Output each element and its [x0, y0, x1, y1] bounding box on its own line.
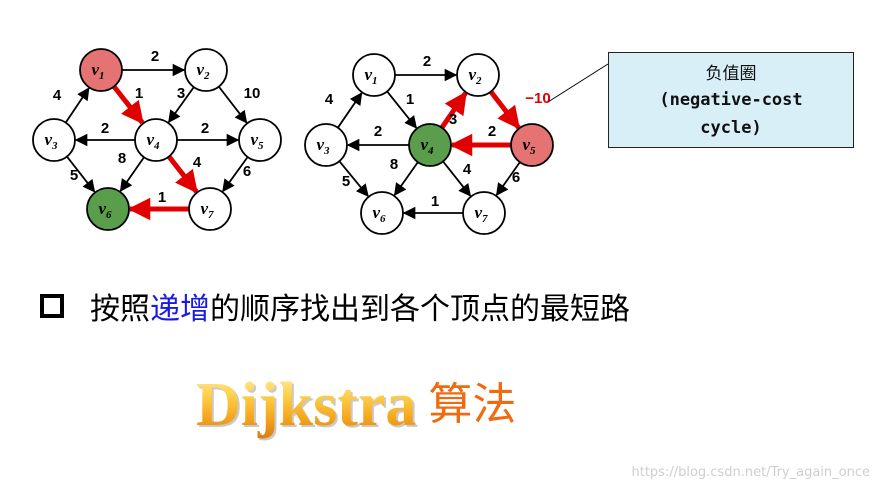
callout-title: 负值圈	[705, 64, 757, 84]
left-node-v3	[32, 118, 76, 162]
left-weight-v2-v4: 3	[177, 85, 185, 102]
right-node-v4	[408, 123, 452, 167]
left-weight-v3-v1: 4	[53, 87, 62, 104]
left-weight-v4-v7: 4	[193, 154, 202, 171]
left-weight-v2-v5: 10	[244, 85, 261, 102]
callout-line1: (negative-cost	[659, 90, 803, 110]
right-edge-v4-v6	[393, 161, 419, 197]
left-edge-v2-v4	[168, 86, 195, 124]
right-weight-v1-v2: 2	[423, 53, 431, 70]
left-edge-v3-v1	[64, 87, 90, 124]
left-edge-v4-v7	[166, 154, 199, 194]
right-edge-v4-v7	[442, 160, 472, 197]
right-edge-v4-v2	[439, 91, 468, 130]
left-edge-v3-v6	[66, 155, 96, 193]
right-node-v3	[304, 123, 348, 167]
left-node-v6	[86, 187, 130, 231]
left-edge-v5-v7	[222, 156, 249, 193]
bullet-text: 按照递增的顺序找出到各个顶点的最短路	[90, 284, 630, 328]
left-weight-v1-v4: 1	[135, 85, 143, 102]
left-weight-v3-v6: 5	[70, 167, 78, 184]
left-weight-v4-v6: 8	[118, 150, 126, 167]
left-node-v5	[238, 118, 282, 162]
right-node-v2	[456, 53, 500, 97]
bullet-point: 按照递增的顺序找出到各个顶点的最短路	[40, 284, 630, 328]
callout-pointer	[547, 63, 609, 103]
square-bullet-icon	[40, 294, 64, 318]
right-weight-v5-v4: 2	[488, 123, 496, 140]
left-edge-v2-v5	[218, 86, 248, 124]
watermark: https://blog.csdn.net/Try_again_once	[631, 465, 870, 480]
right-weight-v4-v6: 8	[390, 156, 398, 173]
left-weight-v7-v6: 1	[158, 189, 166, 206]
bullet-text-before: 按照	[90, 292, 150, 327]
right-node-v1	[352, 53, 396, 97]
left-weight-v1-v2: 2	[151, 48, 159, 65]
right-weight-v2-v5: −10	[525, 90, 550, 107]
left-weight-v5-v7: 6	[243, 163, 251, 180]
right-node-v6	[360, 191, 404, 235]
right-edge-v5-v7	[495, 161, 521, 197]
left-node-v2	[184, 48, 228, 92]
right-edge-v2-v5	[488, 90, 521, 130]
left-edge-v1-v4	[112, 84, 145, 125]
callout-line2: cycle)	[700, 118, 762, 138]
right-edge-v3-v1	[337, 92, 363, 129]
right-weight-v7-v6: 1	[431, 193, 439, 210]
right-edge-v3-v6	[338, 160, 369, 197]
bullet-highlight: 递增	[150, 292, 210, 327]
title-word: Dijkstra	[196, 371, 417, 439]
right-edge-v1-v4	[386, 90, 418, 129]
right-node-v5	[510, 123, 554, 167]
right-weight-v3-v6: 5	[342, 173, 350, 190]
left-node-v7	[188, 187, 232, 231]
title-suffix: 算法	[428, 379, 517, 430]
left-weight-v4-v3: 2	[101, 120, 109, 137]
right-weight-v4-v2: 3	[449, 111, 457, 128]
left-node-v1	[79, 48, 123, 92]
right-node-v7	[462, 191, 506, 235]
bullet-text-after: 的顺序找出到各个顶点的最短路	[210, 292, 630, 327]
negative-cycle-callout: 负值圈 (negative-cost cycle)	[608, 52, 854, 148]
left-edge-v4-v6	[119, 156, 145, 192]
right-weight-v5-v7: 6	[512, 169, 520, 186]
right-weight-v3-v1: 4	[325, 91, 334, 108]
left-node-v4	[134, 118, 178, 162]
right-weight-v1-v4: 1	[406, 91, 414, 108]
callout-body: (negative-cost cycle)	[609, 86, 853, 142]
right-weight-v4-v7: 4	[463, 161, 472, 178]
right-weight-v4-v3: 2	[374, 123, 382, 140]
left-weight-v4-v5: 2	[201, 120, 209, 137]
